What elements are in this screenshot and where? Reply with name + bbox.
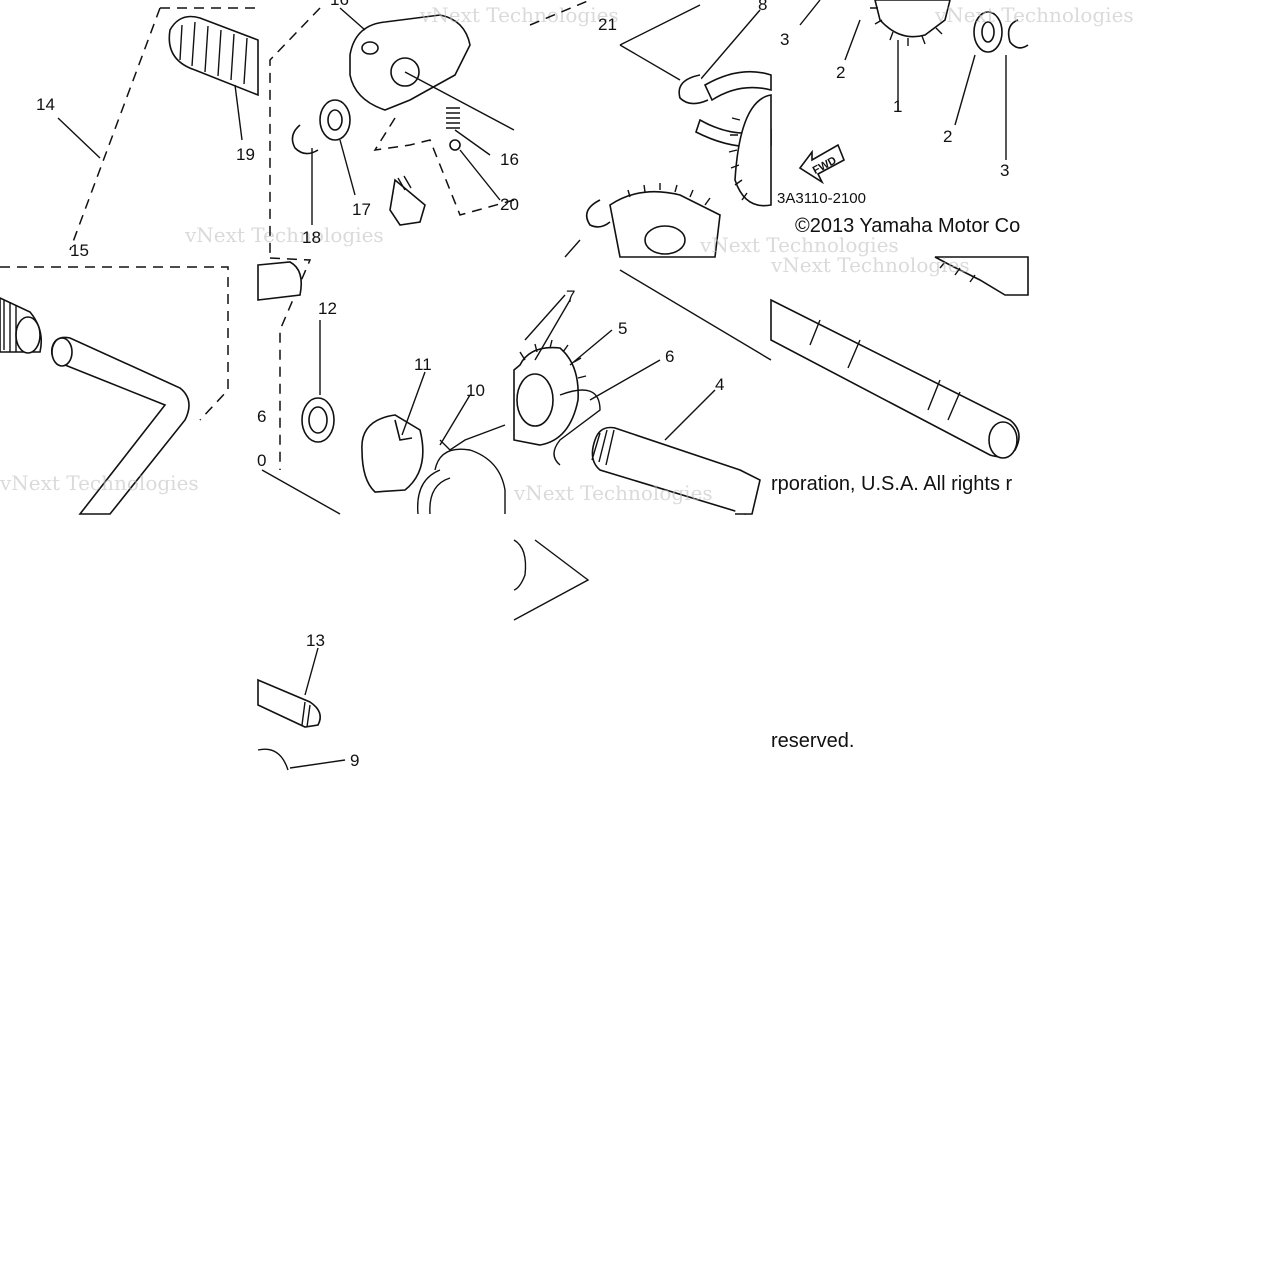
spring-guide-11-part xyxy=(361,414,424,493)
tile-bottom-center-right xyxy=(513,539,590,621)
gear-lower-part xyxy=(609,183,721,258)
callout-1: 1 xyxy=(893,97,902,116)
callout-3-left: 3 xyxy=(780,30,789,49)
callout-5: 5 xyxy=(618,319,627,338)
fwd-arrow-icon: FWD xyxy=(798,143,846,185)
oil-seal-12-part xyxy=(301,397,335,443)
callout-21: 21 xyxy=(598,15,617,34)
callout-3-right: 3 xyxy=(1000,161,1009,180)
kick-crank-boss-part xyxy=(349,14,471,111)
circlip-8-part xyxy=(678,74,709,105)
callout-16-top: 16 xyxy=(330,0,349,9)
tile-middle-center-left: 12 11 10 6 0 xyxy=(257,257,506,515)
tile-bottom-right: reserved. xyxy=(771,730,854,752)
drawing-code: 3A3110-2100 xyxy=(777,190,866,207)
tile-top-center-right: 21 8 vNext Technologies xyxy=(529,0,899,258)
washer-2-part xyxy=(973,11,1003,53)
watermark-text: vNext Technologies xyxy=(184,223,384,247)
callout-11: 11 xyxy=(414,355,432,374)
kick-lever-spline-part xyxy=(168,15,259,97)
watermark-text: vNext Technologies xyxy=(699,233,899,257)
callout-6: 6 xyxy=(665,347,674,366)
watermark-text: vNext Technologies xyxy=(934,3,1134,27)
tile-bottom-center-left: 13 xyxy=(257,631,325,728)
tile-middle-right: rporation, U.S.A. All rights r vNext Tec… xyxy=(770,253,1029,495)
circlip-3-part xyxy=(1007,19,1029,49)
callout-4: 4 xyxy=(715,375,724,394)
watermark-text: vNext Technologies xyxy=(0,471,199,495)
watermark-text: vNext Technologies xyxy=(770,253,970,277)
kick-lever-arm-part xyxy=(50,336,190,515)
callout-10-partial: 0 xyxy=(257,451,266,470)
watermark-text: vNext Technologies xyxy=(419,3,619,27)
bolt-part xyxy=(389,175,426,226)
callout-9: 9 xyxy=(350,751,359,770)
washer-17-part xyxy=(319,99,351,141)
gear-1-part xyxy=(870,0,951,46)
callout-13: 13 xyxy=(306,631,325,650)
circlip-18-part xyxy=(291,124,319,155)
shaft-end-part xyxy=(257,261,303,301)
spring-small-part xyxy=(446,107,460,129)
callout-2-right: 2 xyxy=(943,127,952,146)
callout-15: 15 xyxy=(70,241,89,260)
tile-bottom-row-center: 9 xyxy=(257,748,359,771)
callout-16: 16 xyxy=(500,150,519,169)
watermark-text: vNext Technologies xyxy=(513,481,713,505)
tile-top-left: 14 19 15 vNext Technologies xyxy=(36,7,384,260)
kick-axle-4-part xyxy=(591,426,761,515)
callout-6-left: 6 xyxy=(257,407,266,426)
tile-top-center-left: 16 18 17 16 20 vNext Technologies xyxy=(269,0,619,255)
callout-14: 14 xyxy=(36,95,55,114)
copyright-line1-part2: rporation, U.S.A. All rights r xyxy=(771,473,1013,495)
idle-gear-part xyxy=(728,94,772,207)
callout-18: 18 xyxy=(302,228,321,247)
callout-8: 8 xyxy=(758,0,767,14)
clip-6-part xyxy=(553,389,601,466)
tile-middle-center-right: 7 5 6 4 vNext Technologies xyxy=(513,269,772,515)
kick-gear-5-part xyxy=(513,339,587,446)
copyright-line2: reserved. xyxy=(771,730,854,752)
callout-2-left: 2 xyxy=(836,63,845,82)
kick-lever-spline-end-part xyxy=(0,297,43,354)
pin-13-part xyxy=(257,678,321,728)
circlip-lower-part xyxy=(585,199,611,228)
callout-17: 17 xyxy=(352,200,371,219)
callout-12: 12 xyxy=(318,299,337,318)
callout-19: 19 xyxy=(236,145,255,164)
callout-7: 7 xyxy=(566,287,575,306)
tile-middle-left: vNext Technologies xyxy=(0,266,229,515)
tile-top-right: 3 2 1 2 3 FWD 3A3110-2100 ©2013 Yamaha M… xyxy=(777,0,1134,237)
copyright-line1-part1: ©2013 Yamaha Motor Co xyxy=(795,215,1020,237)
torsion-spring-10-part xyxy=(416,424,506,515)
shaft-gear-top-part xyxy=(934,256,1029,296)
main-shaft-part xyxy=(770,298,1020,459)
callout-10: 10 xyxy=(466,381,485,400)
callout-20: 20 xyxy=(500,195,519,214)
